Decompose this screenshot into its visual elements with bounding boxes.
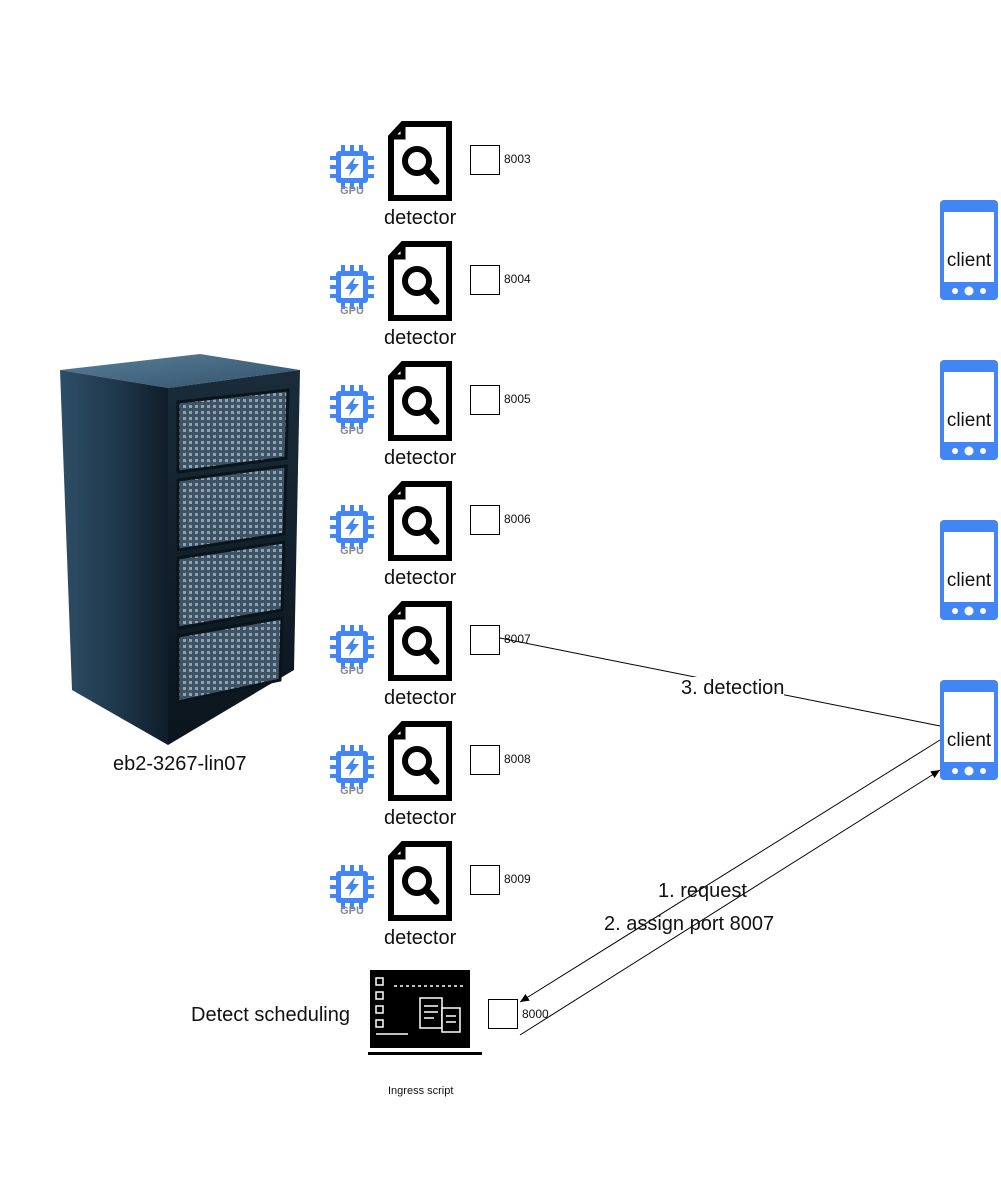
server-rack-icon bbox=[60, 354, 300, 745]
document-search-icon bbox=[388, 361, 452, 441]
gpu-label: GPU bbox=[340, 305, 364, 317]
port-box bbox=[470, 505, 500, 535]
detector-label: detector bbox=[384, 327, 457, 349]
port-label: 8005 bbox=[504, 392, 531, 406]
gpu-icon bbox=[330, 145, 374, 189]
client-label: client bbox=[946, 570, 992, 591]
client-label: client bbox=[946, 410, 992, 431]
document-search-icon bbox=[388, 121, 452, 201]
gpu-icon bbox=[330, 865, 374, 909]
port-box bbox=[470, 625, 500, 655]
assign-edge-label: 2. assign port 8007 bbox=[604, 913, 775, 935]
server-label: eb2-3267-lin07 bbox=[113, 753, 247, 775]
port-label: 8004 bbox=[504, 272, 531, 286]
request-arrow bbox=[519, 739, 941, 1003]
detector-label: detector bbox=[384, 927, 457, 949]
gpu-label: GPU bbox=[340, 905, 364, 917]
port-box bbox=[470, 745, 500, 775]
document-search-icon bbox=[388, 841, 452, 921]
detector-label: detector bbox=[384, 207, 457, 229]
port-label: 8009 bbox=[504, 872, 531, 886]
detector-label: detector bbox=[384, 807, 457, 829]
scheduler-port-box bbox=[488, 999, 518, 1029]
detector-label: detector bbox=[384, 447, 457, 469]
document-search-icon bbox=[388, 241, 452, 321]
client-label: client bbox=[946, 250, 992, 271]
scheduler-caption: Ingress script bbox=[388, 1085, 454, 1097]
port-label: 8008 bbox=[504, 752, 531, 766]
port-label: 8006 bbox=[504, 512, 531, 526]
port-box bbox=[470, 865, 500, 895]
port-label: 8003 bbox=[504, 152, 531, 166]
gpu-icon bbox=[330, 505, 374, 549]
gpu-icon bbox=[330, 265, 374, 309]
gpu-label: GPU bbox=[340, 785, 364, 797]
gpu-icon bbox=[330, 385, 374, 429]
assign-arrow bbox=[519, 769, 941, 1036]
mobile-phone-icon bbox=[940, 360, 998, 460]
mobile-phone-icon bbox=[940, 200, 998, 300]
scheduler-port-label: 8000 bbox=[522, 1007, 549, 1021]
port-box bbox=[470, 145, 500, 175]
mobile-phone-icon bbox=[940, 680, 998, 780]
request-edge-label: 1. request bbox=[658, 880, 747, 902]
gpu-label: GPU bbox=[340, 665, 364, 677]
scheduler-title: Detect scheduling bbox=[191, 1004, 350, 1026]
terminal-window-icon bbox=[368, 970, 482, 1055]
gpu-icon bbox=[330, 625, 374, 669]
detector-label: detector bbox=[384, 687, 457, 709]
mobile-phone-icon bbox=[940, 520, 998, 620]
document-search-icon bbox=[388, 601, 452, 681]
port-box bbox=[470, 385, 500, 415]
gpu-icon bbox=[330, 745, 374, 789]
document-search-icon bbox=[388, 481, 452, 561]
gpu-label: GPU bbox=[340, 425, 364, 437]
detector-label: detector bbox=[384, 567, 457, 589]
client-label: client bbox=[946, 730, 992, 751]
gpu-label: GPU bbox=[340, 545, 364, 557]
port-box bbox=[470, 265, 500, 295]
detection-edge-label: 3. detection bbox=[681, 677, 785, 700]
gpu-label: GPU bbox=[340, 185, 364, 197]
document-search-icon bbox=[388, 721, 452, 801]
